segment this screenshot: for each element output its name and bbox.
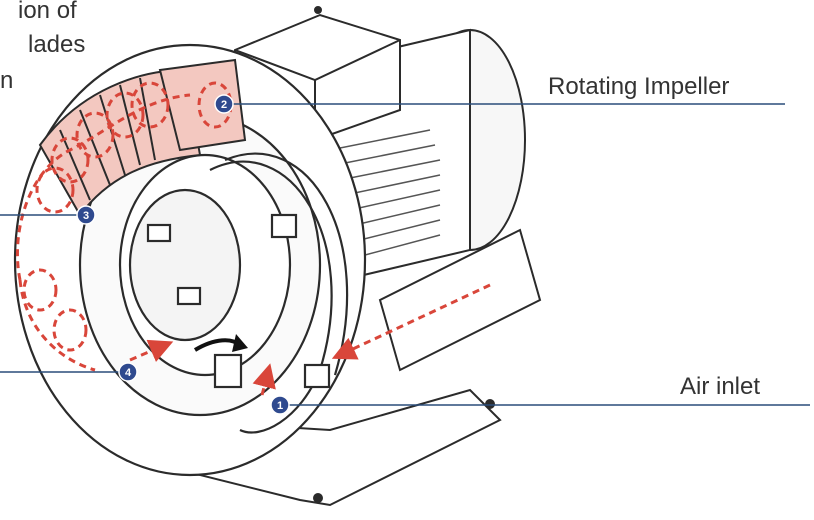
impeller-cutaway <box>38 58 247 217</box>
callout-number-3: 3 <box>83 210 89 222</box>
callout-number-2: 2 <box>221 99 227 111</box>
callout-marker-1: 1 <box>270 395 290 415</box>
label-top-left-line1: ion of <box>18 0 77 24</box>
rotation-arrow <box>193 334 248 352</box>
leader-lines <box>0 103 810 406</box>
callout-marker-4: 4 <box>118 362 138 382</box>
label-rotating-impeller: Rotating Impeller <box>548 73 730 100</box>
label-air-inlet: Air inlet <box>680 373 761 400</box>
callout-marker-3: 3 <box>76 205 96 225</box>
callout-number-4: 4 <box>125 367 132 379</box>
label-top-left-line3: n <box>0 67 14 94</box>
airflow-path <box>15 81 491 396</box>
callout-number-1: 1 <box>277 400 283 412</box>
label-top-left-line2: lades <box>28 31 86 58</box>
callout-marker-2: 2 <box>214 94 234 114</box>
